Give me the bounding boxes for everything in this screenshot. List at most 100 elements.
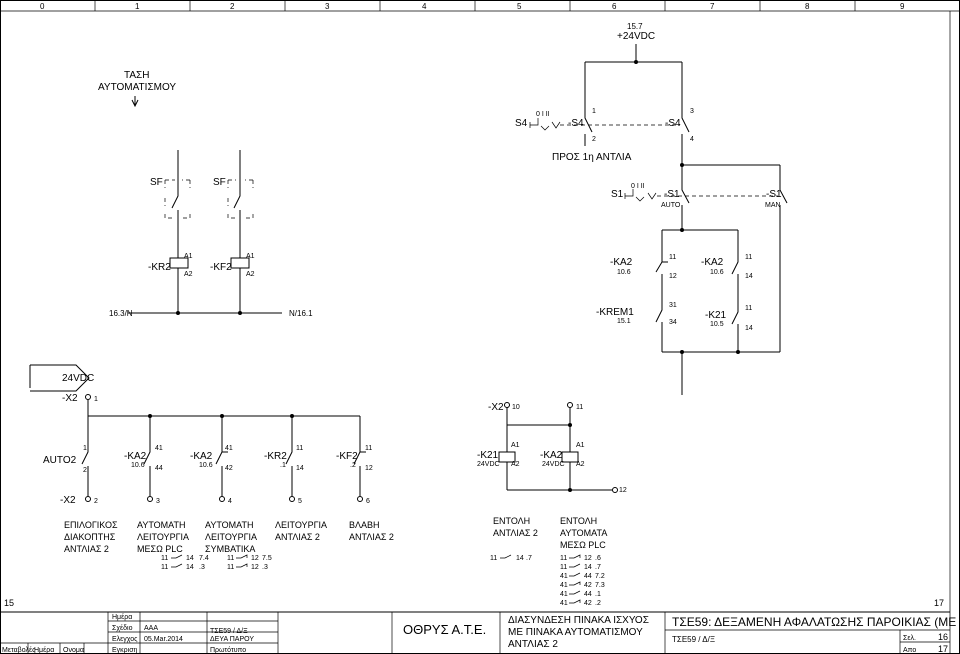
- k21-coil: -K21 24VDC A1 A2: [477, 442, 520, 490]
- xref-text: 44: [584, 591, 592, 598]
- v24-label: 24VDC: [62, 373, 94, 384]
- kr2-a2: A2: [184, 271, 193, 278]
- desc-line: ΛΕΙΤΟΥΡΓΙΑ: [205, 532, 257, 542]
- tb-drawn-value: AAA: [144, 625, 158, 632]
- column-label: 7: [710, 2, 715, 11]
- x2-terminal-tag: -X2: [488, 402, 504, 413]
- ka2-nc-contact: -KA2 10.6 11 12: [610, 252, 677, 284]
- xref-text: 42: [584, 582, 592, 589]
- ka2-ref: 10.6: [199, 462, 213, 469]
- kf2-contact: -KF2 .2 11 12: [336, 440, 373, 490]
- tb-sheet-number: 16: [938, 632, 948, 642]
- xref-block-4: 11 12 .6 11 14 .7 41 44 7.2 41 42 7.3 41…: [560, 554, 605, 607]
- page-from-label: 15: [4, 598, 14, 608]
- k21-terminal: 11: [745, 305, 752, 312]
- column-label: 8: [805, 2, 810, 11]
- krem1-terminal: 31: [669, 302, 677, 309]
- neutral-left-ref: 16.3/N: [109, 309, 133, 318]
- ka2-coil-a1: A1: [576, 442, 585, 449]
- title-block: Ημέρα Σχέδιο AAA Ελεγχος 05.Mar.2014 Εγκ…: [0, 611, 956, 654]
- desc-line: ΛΕΙΤΟΥΡΓΙΑ: [137, 532, 189, 542]
- tash-line1: ΤΑΣΗ: [124, 70, 149, 81]
- ka2-tag: -KA2: [610, 257, 633, 268]
- supply-ref: 15.7: [627, 22, 643, 31]
- neutral-right-ref: N/16.1: [289, 309, 313, 318]
- description-auto-plc: ΑΥΤΟΜΑΤΗ ΛΕΙΤΟΥΡΓΙΑ ΜΕΣΩ PLC: [137, 520, 189, 554]
- tb-drawn-label: Σχέδιο: [112, 624, 133, 632]
- tb-company: ΟΘΡΥΣ Α.Τ.Ε.: [403, 622, 486, 637]
- krem1-ref: 15.1: [617, 318, 631, 325]
- column-label: 9: [900, 2, 905, 11]
- xref-text: 14: [584, 564, 592, 571]
- sf-contact-2: SF: [213, 150, 254, 240]
- tb-checked-label: Ελεγχος: [112, 636, 138, 643]
- xref-text: .7: [526, 555, 532, 562]
- xref-text: 11: [161, 564, 168, 571]
- s4-positions: 0 I II: [536, 111, 550, 118]
- k21-coil-tag: -K21: [477, 450, 499, 461]
- column-label: 2: [230, 2, 235, 11]
- s1-positions: 0 I II: [631, 183, 645, 190]
- xref-text: .3: [199, 564, 205, 571]
- auto2-terminal: 1: [83, 445, 87, 452]
- ka2-ref: 10.6: [710, 269, 724, 276]
- krem1-tag: -KREM1: [596, 307, 634, 318]
- column-label: 3: [325, 2, 330, 11]
- page-to-label: 17: [934, 598, 944, 608]
- s1-auto-label: AUTO: [661, 202, 681, 209]
- xref-block-1: 11 14 7.4 11 14 .3: [161, 554, 209, 571]
- x2-terminal-12: 12: [619, 487, 627, 494]
- ka2-tag: -KA2: [701, 257, 724, 268]
- ka2-terminal: 11: [745, 254, 752, 261]
- k21-terminal: 14: [745, 325, 753, 332]
- desc-line: ΑΝΤΛΙΑΣ 2: [349, 532, 394, 542]
- desc-line: ΛΕΙΤΟΥΡΓΙΑ: [275, 520, 327, 530]
- kf2-terminal: 12: [365, 465, 373, 472]
- desc-line: ΜΕΣΩ PLC: [560, 540, 606, 550]
- column-label: 0: [40, 2, 45, 11]
- desc-line: ΜΕΣΩ PLC: [137, 544, 183, 554]
- desc-line: ΒΛΑΒΗ: [349, 520, 380, 530]
- desc-line: ΑΥΤΟΜΑΤΗ: [205, 520, 254, 530]
- ka2-terminal: 42: [225, 465, 233, 472]
- xref-text: 44: [584, 573, 592, 580]
- kf2-a2: A2: [246, 271, 255, 278]
- supply-label: +24VDC: [617, 31, 655, 42]
- desc-line: ΕΠΙΛΟΓΙΚΟΣ: [64, 520, 118, 530]
- junction-dot: [568, 488, 572, 492]
- s4-terminal-2: 2: [592, 136, 596, 143]
- tb-revisions-label: Μεταβολές: [2, 646, 36, 654]
- xref-text: .3: [262, 564, 268, 571]
- tb-approved-label: Εγκριση: [112, 647, 138, 654]
- tb-total-sheets: 17: [938, 644, 948, 654]
- tb-name-label: Ονομα: [63, 647, 84, 654]
- description-fault: ΒΛΑΒΗ ΑΝΤΛΙΑΣ 2: [349, 520, 394, 542]
- desc-line: ΑΝΤΛΙΑΣ 2: [64, 544, 109, 554]
- x2-terminal-tag: -X2: [62, 393, 78, 404]
- xref-text: 12: [251, 564, 259, 571]
- kr2-terminal: 14: [296, 465, 304, 472]
- s4-terminal-3: 3: [690, 108, 694, 115]
- description-auto-conventional: ΑΥΤΟΜΑΤΗ ΛΕΙΤΟΥΡΓΙΑ ΣΥΜΒΑΤΙΚΑ: [205, 520, 257, 554]
- xref-text: .2: [595, 600, 601, 607]
- description-selector: ΕΠΙΛΟΓΙΚΟΣ ΔΙΑΚΟΠΤΗΣ ΑΝΤΛΙΑΣ 2: [64, 520, 118, 554]
- k21-tag: -K21: [705, 310, 727, 321]
- x2-terminal-5: 5: [298, 498, 302, 505]
- kr2-contact: -KR2 .1 11 14: [264, 440, 304, 490]
- krem1-contact: -KREM1 15.1 31 34: [596, 302, 677, 332]
- desc-line: ΕΝΤΟΛΗ: [493, 516, 530, 526]
- xref-text: 11: [560, 555, 567, 562]
- s1-contact-man: -S1: [766, 189, 782, 200]
- tb-description-2: ΜΕ ΠΙΝΑΚΑ ΑΥΤΟΜΑΤΙΣΜΟΥ: [508, 627, 643, 638]
- xref-text: 7.4: [199, 555, 209, 562]
- desc-line: ΔΙΑΚΟΠΤΗΣ: [64, 532, 116, 542]
- kr2-coil-tag: -KR2: [148, 262, 171, 273]
- tb-of-label: Απο: [903, 647, 916, 654]
- tb-date-header: Ημέρα: [112, 613, 132, 621]
- x2-terminal-11: 11: [576, 404, 583, 411]
- v24-arrow: [30, 364, 90, 392]
- ka2-ref: 10.6: [131, 462, 145, 469]
- xref-block-3: 11 14 .7: [490, 554, 532, 562]
- column-label: 6: [612, 2, 617, 11]
